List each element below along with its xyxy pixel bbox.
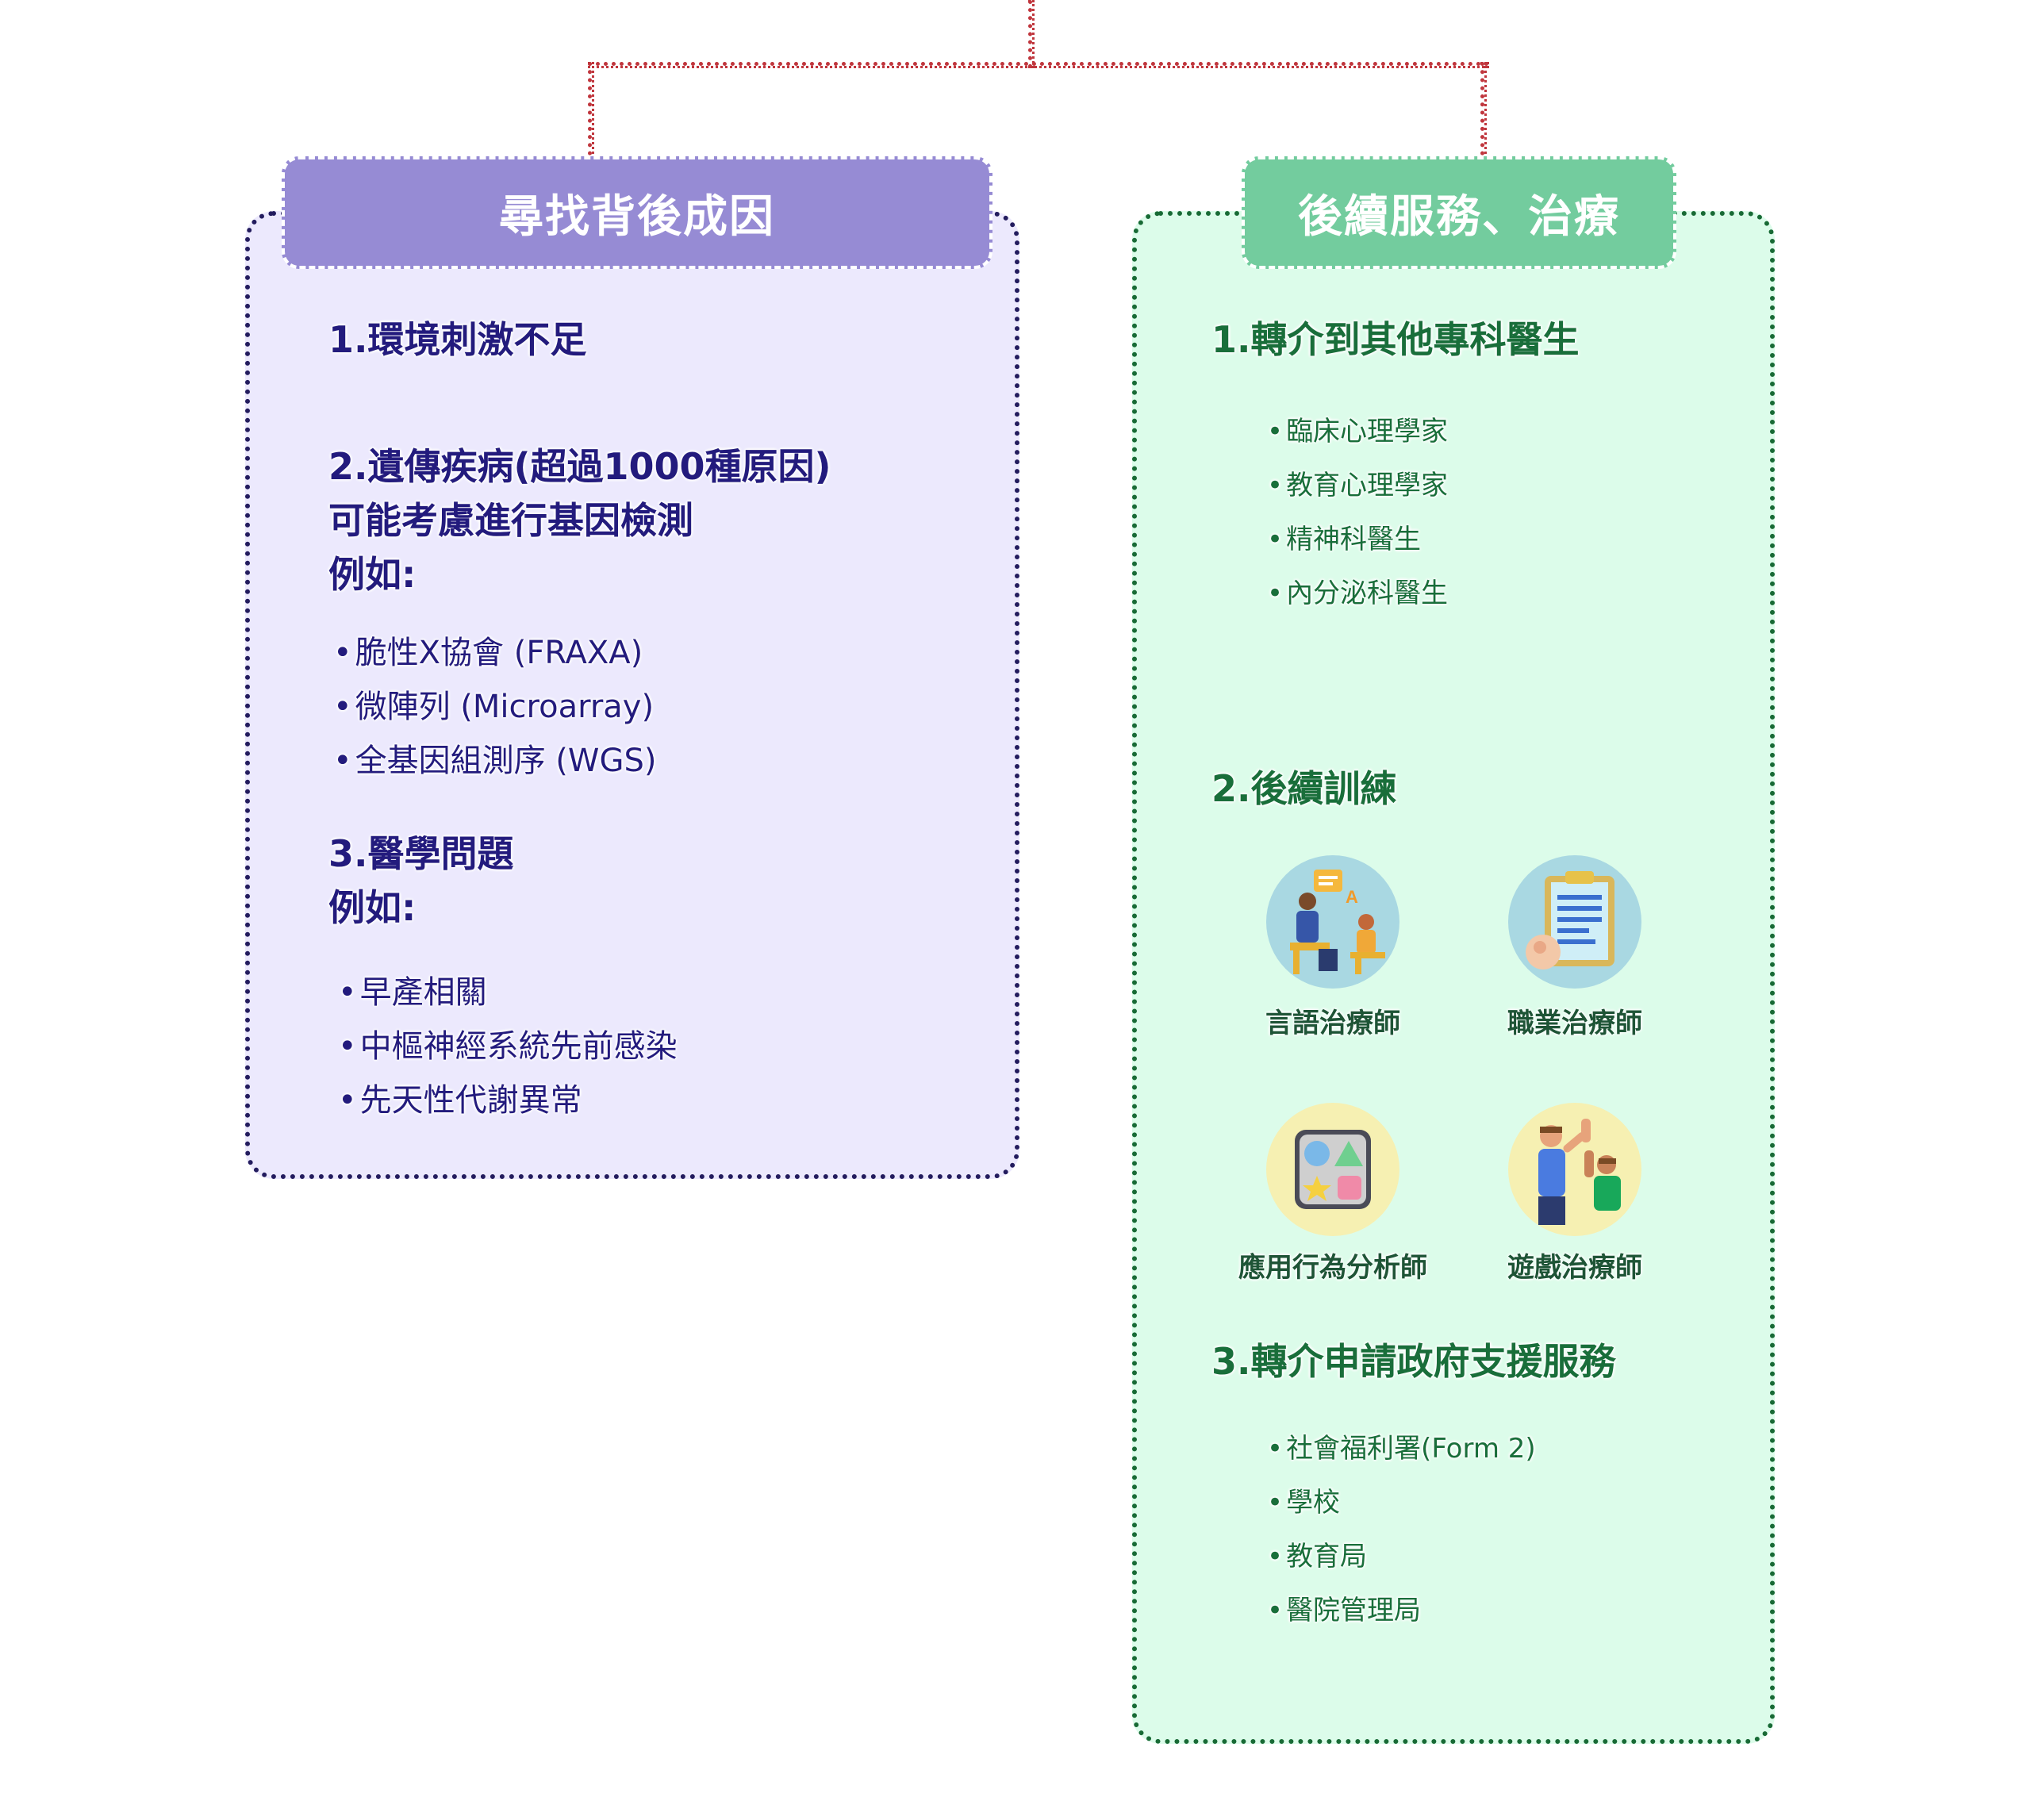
specialist-item: 內分泌科醫生 — [1267, 571, 1448, 610]
speech-therapy-icon: A — [1266, 855, 1399, 989]
services-panel — [1132, 211, 1775, 1744]
svg-text:A: A — [1346, 887, 1358, 907]
medical-item: 中樞神經系統先前感染 — [338, 1020, 678, 1066]
service-referral-specialists: 1.轉介到其他專科醫生 — [1211, 318, 1580, 361]
connector-right-drop — [1480, 62, 1487, 163]
gov-support-item: 教育局 — [1267, 1534, 1367, 1573]
genetic-test-item: 全基因組測序 (WGS) — [333, 735, 657, 781]
medical-item: 早產相關 — [338, 966, 487, 1012]
gov-support-item: 社會福利署(Form 2) — [1267, 1426, 1536, 1465]
services-header-title: 後續服務、治療 — [1298, 190, 1620, 243]
play-high-five-icon — [1508, 1103, 1641, 1236]
cause-genetic-example-label: 例如: — [328, 553, 417, 596]
cause-environment: 1.環境刺激不足 — [328, 318, 587, 361]
specialist-item: 精神科醫生 — [1267, 517, 1421, 556]
cause-genetic-title: 2.遺傳疾病(超過1000種原因) — [328, 445, 831, 488]
clipboard-icon — [1508, 855, 1641, 989]
therapist-label: 應用行為分析師 — [1238, 1252, 1427, 1284]
genetic-test-item: 脆性X協會 (FRAXA) — [333, 627, 643, 673]
therapist-label: 遊戲治療師 — [1507, 1252, 1642, 1284]
services-header: 後續服務、治療 — [1242, 156, 1676, 269]
therapist-label: 言語治療師 — [1265, 1008, 1400, 1039]
causes-header: 尋找背後成因 — [282, 156, 992, 269]
cause-medical-example-label: 例如: — [328, 886, 417, 929]
specialist-item: 教育心理學家 — [1267, 463, 1448, 502]
gov-support-item: 學校 — [1267, 1480, 1340, 1519]
cause-medical-title: 3.醫學問題 — [328, 832, 514, 875]
genetic-test-item: 微陣列 (Microarray) — [333, 681, 654, 727]
therapist-label: 職業治療師 — [1507, 1008, 1642, 1039]
specialist-item: 臨床心理學家 — [1267, 409, 1448, 448]
medical-item: 先天性代謝異常 — [338, 1074, 582, 1120]
service-follow-up-training: 2.後續訓練 — [1211, 767, 1397, 810]
service-gov-support: 3.轉介申請政府支援服務 — [1211, 1340, 1616, 1383]
connector-left-drop — [588, 62, 594, 163]
cause-genetic-subtitle: 可能考慮進行基因檢測 — [328, 499, 693, 542]
shapes-board-icon — [1266, 1103, 1399, 1236]
connector-vertical-top — [1028, 0, 1035, 68]
connector-horizontal — [588, 62, 1489, 68]
gov-support-item: 醫院管理局 — [1267, 1588, 1421, 1627]
causes-header-title: 尋找背後成因 — [499, 190, 775, 243]
